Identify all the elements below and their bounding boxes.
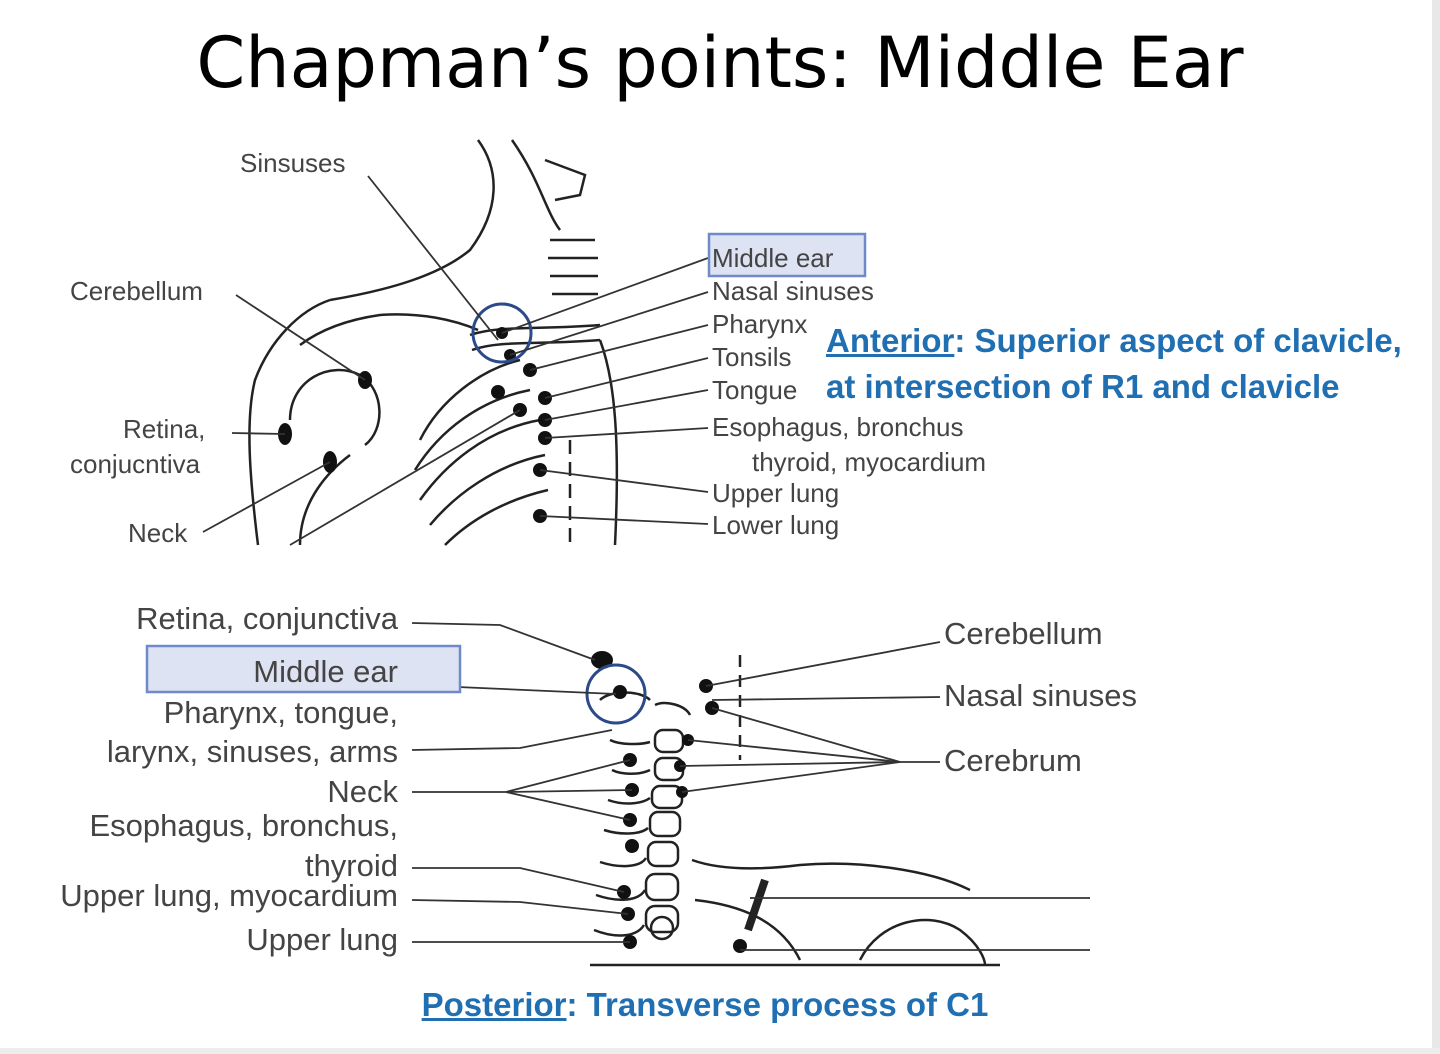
label-tongue: Tongue (712, 375, 797, 405)
label-upper-lung-posterior: Upper lung (246, 922, 398, 957)
label-neck-posterior: Neck (327, 774, 398, 809)
label-larynx-sinuses: larynx, sinuses, arms (107, 734, 398, 769)
posterior-figure (590, 655, 1000, 967)
label-conjunctiva: conjucntiva (70, 449, 201, 479)
label-middle-ear: Middle ear (712, 243, 834, 273)
slide-bottom-edge (0, 1048, 1440, 1054)
anterior-figure (248, 139, 619, 546)
label-upper-lung-myocardium: Upper lung, myocardium (60, 878, 398, 913)
label-lower-lung: Lower lung (712, 510, 839, 540)
posterior-middle-ear-circle (585, 663, 647, 725)
label-pharynx: Pharynx (712, 309, 807, 339)
label-cerebellum: Cerebellum (70, 276, 203, 306)
posterior-heading: Posterior (421, 986, 567, 1023)
anterior-middle-ear-highlight (707, 232, 867, 278)
label-retina-conjunctiva: Retina, conjunctiva (136, 601, 399, 636)
label-thyroid: thyroid, myocardium (752, 447, 986, 477)
anterior-middle-ear-circle (471, 302, 533, 364)
label-esophagus-posterior: Esophagus, bronchus, (90, 808, 399, 843)
anterior-line2: at intersection of R1 and clavicle (826, 368, 1340, 405)
anterior-description: Anterior: Superior aspect of clavicle, a… (826, 318, 1402, 410)
posterior-leader-lines (411, 622, 1090, 951)
anterior-points (278, 327, 552, 523)
label-thyroid-posterior: thyroid (305, 848, 398, 883)
anterior-line1: : Superior aspect of clavicle, (954, 322, 1402, 359)
label-neck: Neck (128, 518, 188, 548)
anterior-leader-lines (202, 175, 709, 546)
label-nasal-sinuses: Nasal sinuses (712, 276, 874, 306)
label-tonsils: Tonsils (712, 342, 791, 372)
label-pharynx-tongue: Pharynx, tongue, (164, 695, 398, 730)
label-esophagus: Esophagus, bronchus (712, 412, 964, 442)
label-retina: Retina, (123, 414, 205, 444)
label-middle-ear-posterior: Middle ear (253, 654, 398, 689)
slide-title: Chapman’s points: Middle Ear (196, 22, 1244, 104)
posterior-middle-ear-highlight (145, 644, 462, 694)
posterior-description: Posterior: Transverse process of C1 (0, 986, 1410, 1024)
slide-right-edge (1432, 0, 1440, 1054)
label-sinsuses: Sinsuses (240, 148, 346, 178)
label-nasal-sinuses-posterior: Nasal sinuses (944, 678, 1137, 713)
label-cerebellum-posterior: Cerebellum (944, 616, 1103, 651)
posterior-text: : Transverse process of C1 (566, 986, 989, 1023)
label-cerebrum: Cerebrum (944, 743, 1082, 778)
label-upper-lung: Upper lung (712, 478, 839, 508)
anterior-heading: Anterior (826, 322, 955, 359)
